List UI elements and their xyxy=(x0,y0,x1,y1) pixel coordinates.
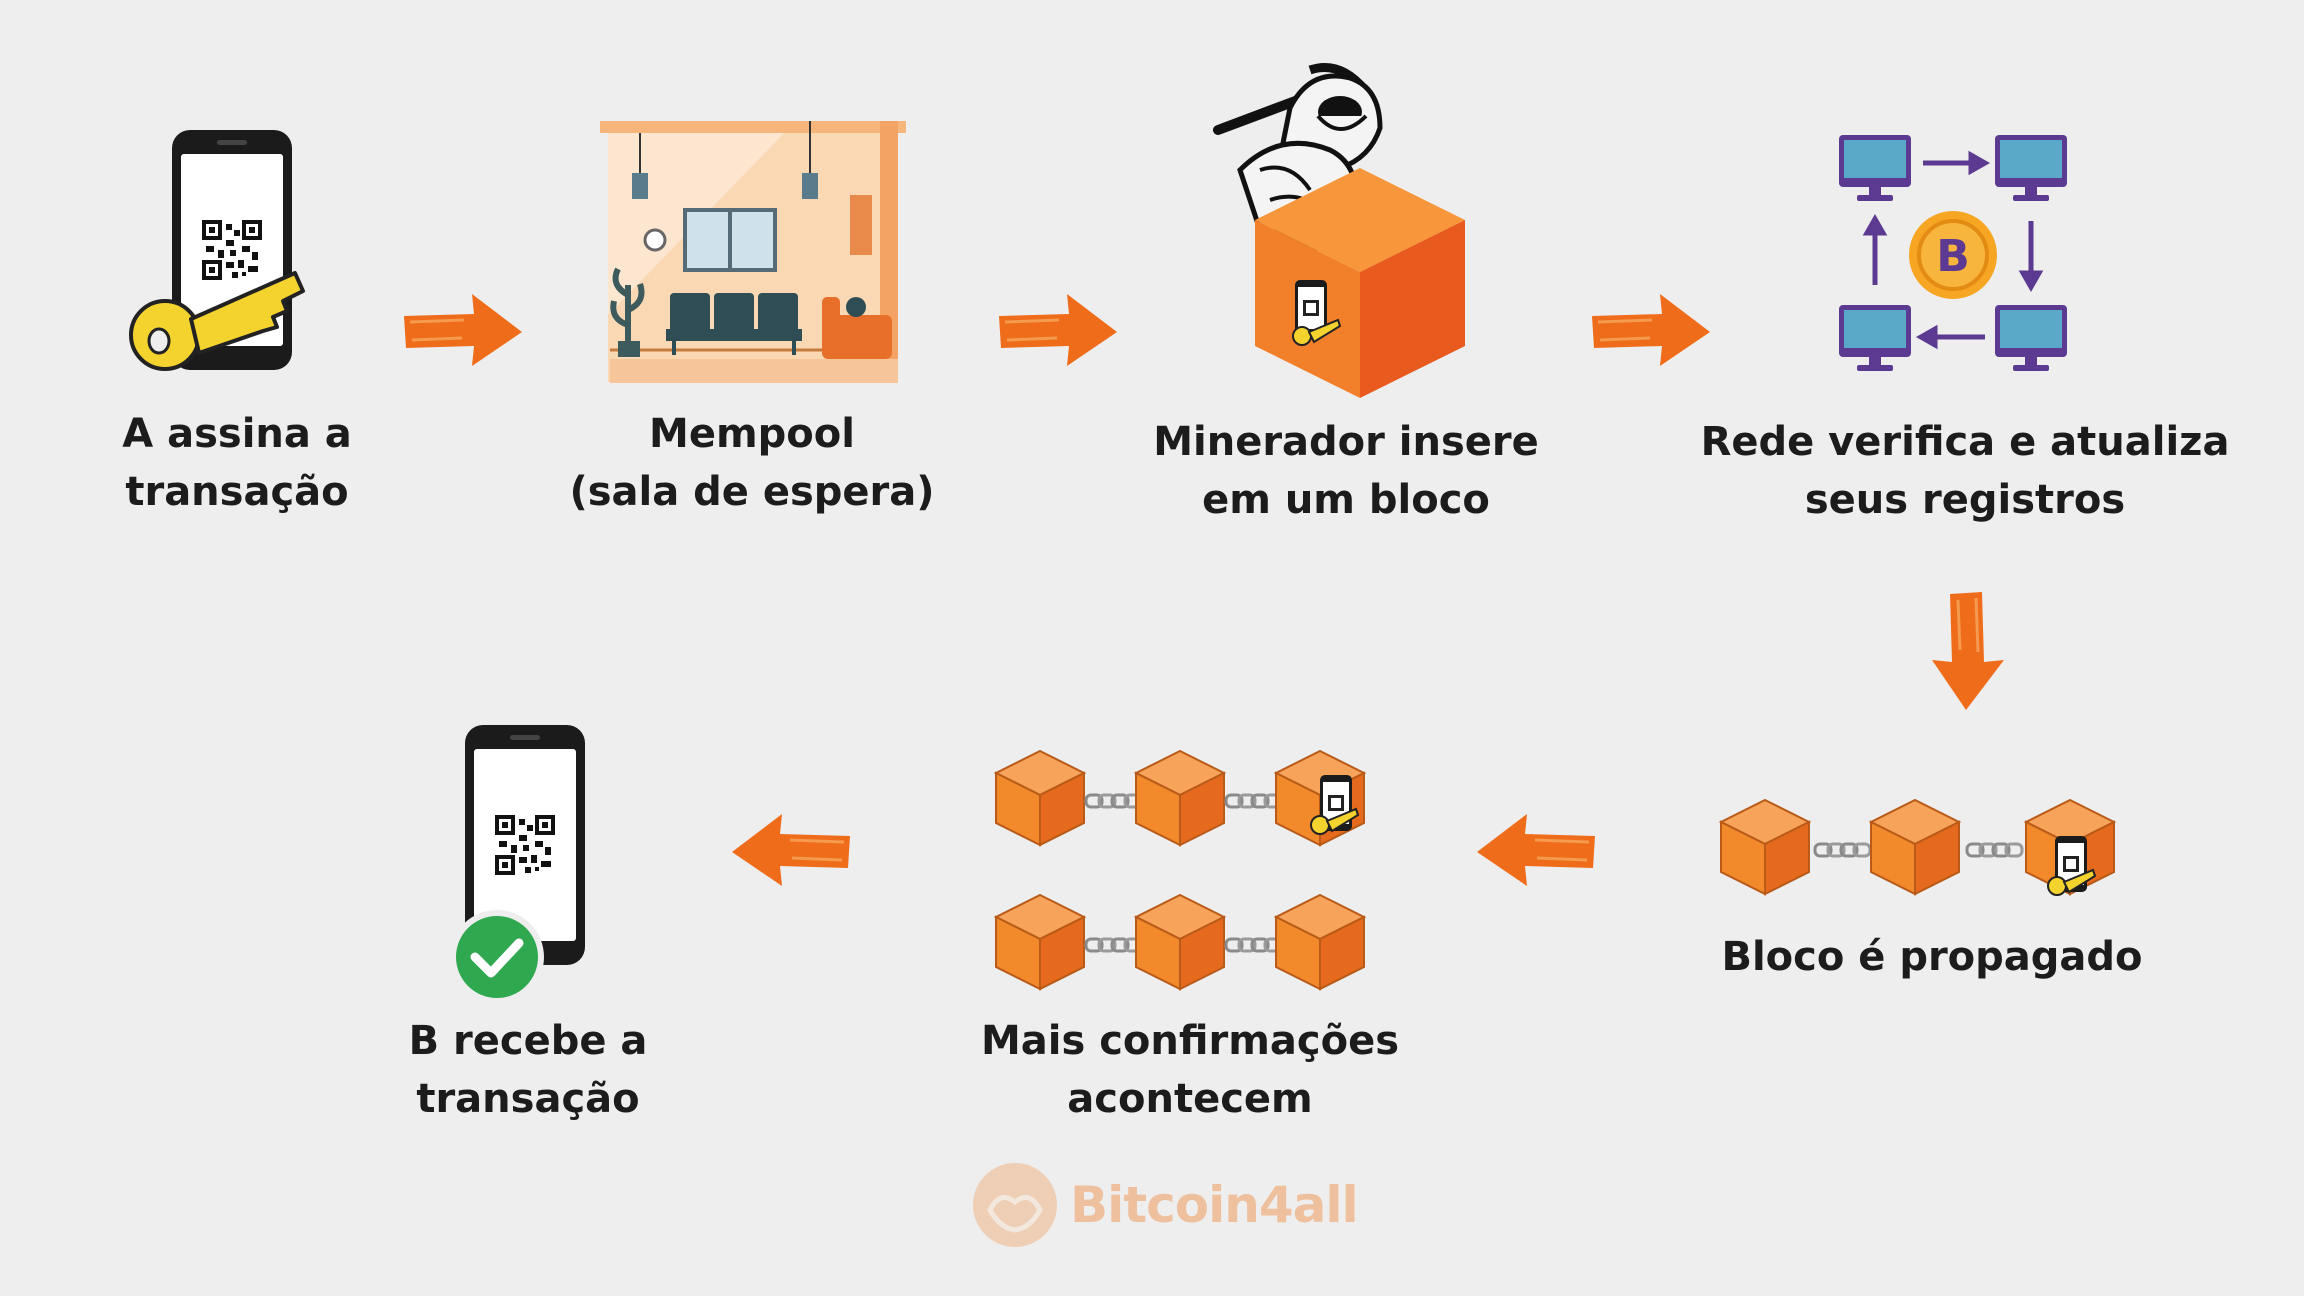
step-sign-label: A assina a transação xyxy=(122,405,352,521)
chain-icon xyxy=(1965,842,2024,858)
confirmations-chains-illustration xyxy=(995,750,1365,990)
chain-icon xyxy=(1224,793,1283,809)
monitor-icon xyxy=(1995,135,2067,201)
bitcoin-coin-icon: B xyxy=(1909,211,1997,299)
phone-with-check-illustration xyxy=(450,725,615,1004)
chain-icon xyxy=(1224,937,1283,953)
propagated-chain-illustration xyxy=(1720,799,2115,896)
chain-icon xyxy=(1084,937,1143,953)
waiting-room-illustration xyxy=(600,121,906,383)
step-sign-line1: A assina a xyxy=(122,411,352,457)
step-mempool-line2: (sala de espera) xyxy=(569,469,935,515)
step-receive-line1: B recebe a xyxy=(408,1018,648,1064)
arrow-right-icon xyxy=(997,292,1119,368)
chain-icon xyxy=(1813,842,1872,858)
arrow-right-icon xyxy=(402,292,524,368)
watermark: Bitcoin4all xyxy=(970,1160,1359,1250)
step-network-line2: seus registros xyxy=(1804,477,2126,523)
step-confirmations-line2: acontecem xyxy=(1067,1076,1313,1122)
step-miner-label: Minerador insere em um bloco xyxy=(1153,413,1539,529)
step-sign-line2: transação xyxy=(125,469,349,515)
phone-with-key-illustration xyxy=(129,125,305,371)
step-propagated-line1: Bloco é propagado xyxy=(1721,934,2143,980)
step-miner-line2: em um bloco xyxy=(1202,477,1490,523)
network-nodes-illustration: B xyxy=(1839,135,2067,371)
step-network-line1: Rede verifica e atualiza xyxy=(1700,419,2230,465)
step-receive-line2: transação xyxy=(416,1076,640,1122)
step-mempool-label: Mempool (sala de espera) xyxy=(569,405,934,521)
chain-icon xyxy=(1084,793,1143,809)
monitor-icon xyxy=(1995,305,2067,371)
step-propagated-label: Bloco é propagado xyxy=(1721,928,2142,986)
watermark-text: Bitcoin4all xyxy=(1070,1176,1359,1234)
step-confirmations-line1: Mais confirmações xyxy=(980,1018,1400,1064)
check-icon xyxy=(450,910,544,1004)
miner-with-block-illustration xyxy=(1213,63,1465,398)
step-receive-label: B recebe a transação xyxy=(409,1012,648,1128)
arrow-left-icon xyxy=(730,812,852,888)
hands-logo-icon xyxy=(973,1163,1057,1247)
arrow-down-icon xyxy=(1930,590,2006,712)
monitor-icon xyxy=(1839,135,1911,201)
step-network-label: Rede verifica e atualiza seus registros xyxy=(1701,413,2230,529)
step-miner-line1: Minerador insere xyxy=(1153,419,1539,465)
arrow-right-icon xyxy=(1590,292,1712,368)
step-mempool-line1: Mempool xyxy=(649,411,855,457)
svg-text:B: B xyxy=(1936,231,1970,282)
monitor-icon xyxy=(1839,305,1911,371)
arrow-left-icon xyxy=(1475,812,1597,888)
step-confirmations-label: Mais confirmações acontecem xyxy=(981,1012,1399,1128)
